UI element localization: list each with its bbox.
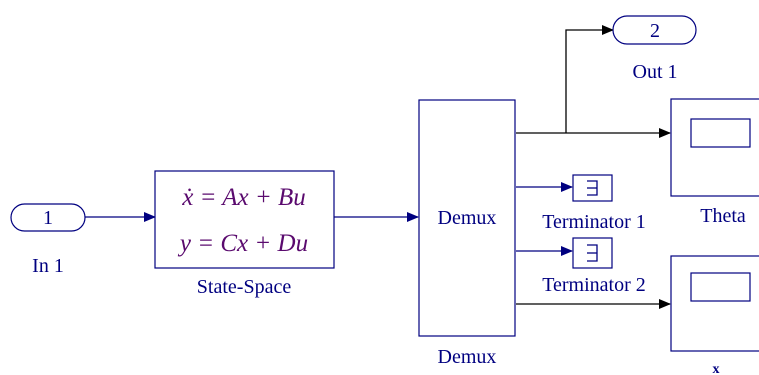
state-space-label: State-Space	[197, 276, 292, 298]
terminator2-label: Terminator 2	[542, 274, 646, 296]
terminator1-label: Terminator 1	[542, 211, 646, 233]
state-equation: ẋ = Ax + Bu	[181, 184, 306, 211]
demux-label: Demux	[438, 346, 497, 368]
out1-label: Out 1	[633, 61, 678, 83]
in1-port-number: 1	[43, 207, 53, 229]
in1-label: In 1	[32, 255, 64, 277]
state-space-block[interactable]: ẋ = Ax + Bu y = Cx + Du	[154, 170, 335, 269]
scope-x-block[interactable]	[670, 255, 759, 352]
scope-x-label: x	[713, 362, 720, 375]
inport-in1[interactable]: 1	[10, 203, 86, 232]
terminator2-block[interactable]	[572, 237, 613, 269]
scope-theta-screen-icon	[690, 118, 751, 148]
scope-theta-label: Theta	[700, 205, 746, 227]
demux-inner-label: Demux	[438, 207, 497, 229]
output-equation: y = Cx + Du	[177, 230, 308, 257]
scope-x-screen-icon	[690, 272, 751, 302]
outport-out1[interactable]: 2	[612, 15, 697, 45]
terminator1-block[interactable]	[572, 174, 613, 202]
out1-port-number: 2	[650, 20, 660, 42]
demux-block[interactable]: Demux	[418, 99, 516, 337]
wire-branch-to-out1[interactable]	[565, 29, 612, 133]
scope-theta-block[interactable]	[670, 98, 759, 197]
